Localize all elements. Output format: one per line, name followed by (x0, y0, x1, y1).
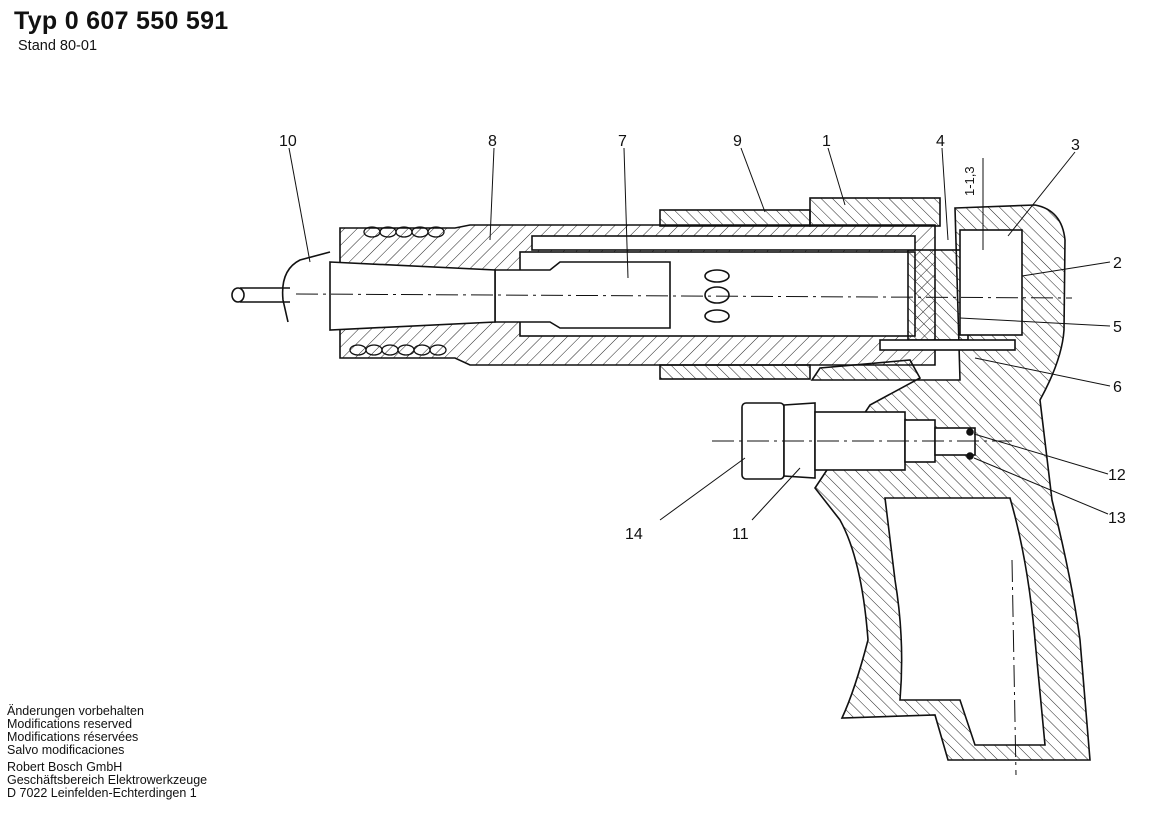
o-ring-13 (966, 452, 974, 460)
footer-legal: Änderungen vorbehalten Modifications res… (7, 705, 207, 800)
callout-9: 9 (733, 133, 742, 150)
o-ring-12 (966, 428, 974, 436)
notice-es: Salvo modificaciones (7, 743, 125, 757)
sleeve-1 (809, 197, 941, 227)
callout-1: 1 (822, 133, 831, 150)
callout-13: 13 (1108, 510, 1126, 527)
company-division: Geschäftsbereich Elektrowerkzeuge (7, 773, 208, 787)
valve-block (907, 249, 969, 341)
callout-12: 12 (1108, 467, 1126, 484)
notice-fr: Modifications réservées (7, 730, 139, 744)
callout-11: 11 (732, 526, 749, 543)
nose-cone (329, 261, 496, 331)
spring-coils (349, 226, 447, 356)
callout-6: 6 (1113, 379, 1122, 396)
callout-7: 7 (618, 133, 627, 150)
sleeve-9 (659, 209, 811, 227)
document-revision: Stand 80-01 (18, 38, 98, 54)
notice-de: Änderungen vorbehalten (7, 704, 144, 718)
pin-4 (531, 235, 916, 251)
callout-14: 14 (625, 526, 643, 543)
callout-5: 5 (1113, 319, 1122, 336)
document-title: Typ 0 607 550 591 (14, 7, 229, 35)
company-name: Robert Bosch GmbH (7, 760, 123, 774)
callout-2: 2 (1113, 255, 1122, 272)
notice-en: Modifications reserved (7, 717, 133, 731)
retaining-clip (281, 251, 331, 323)
grip-cutout (884, 497, 1046, 746)
callout-3: 3 (1071, 137, 1080, 154)
pin-6 (879, 339, 1016, 351)
callout-8: 8 (488, 133, 497, 150)
dimension-label: 1-1,3 (962, 166, 977, 196)
company-address: D 7022 Leinfelden-Echterdingen 1 (7, 786, 197, 800)
callout-10: 10 (279, 133, 297, 150)
callout-4: 4 (936, 133, 945, 150)
